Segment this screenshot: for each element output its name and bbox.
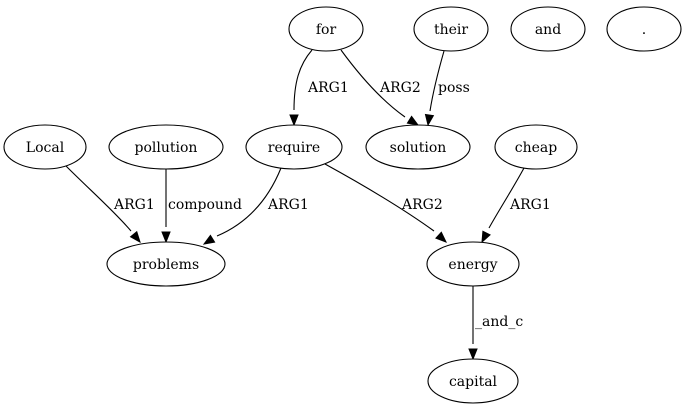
edge-require-energy: ARG2 [324,163,447,243]
node-label: . [642,22,646,38]
edge-line [488,167,525,229]
edge-their-solution: poss [424,50,470,127]
edge-label: compound [168,197,242,213]
node-cheap: cheap [494,124,578,170]
node-ellipse [365,124,471,170]
nodes-layer: for their and. Local pollution require solutio… [3,6,682,404]
node-for: for [288,6,364,52]
edge-label: poss [438,80,470,96]
arrowhead-icon [481,230,491,244]
edge-label: ARG1 [509,197,551,213]
node-ellipse [427,358,519,404]
edge-require-problems: ARG1 [202,167,309,245]
node-label: cheap [515,140,557,156]
node-label: and [535,22,561,38]
node-label: Local [26,140,65,156]
node-problems: problems [106,241,226,287]
node-ellipse [108,124,224,170]
arrowhead-icon [435,231,447,243]
node-and: and [510,6,586,52]
edge-label: ARG1 [113,197,155,213]
edge-label: _and_c [475,314,523,330]
node-ellipse [3,124,87,170]
node-period: . [606,6,682,52]
node-ellipse [606,6,682,52]
arrowhead-icon [161,231,171,244]
node-label: their [434,22,468,38]
node-ellipse [494,124,578,170]
node-label: energy [448,257,497,273]
node-energy: energy [426,241,520,287]
node-ellipse [106,241,226,287]
node-label: require [268,140,320,156]
node-ellipse [413,6,489,52]
node-ellipse [426,241,520,287]
edge-label: ARG1 [267,197,309,213]
node-label: solution [390,140,447,156]
edge-line [65,165,132,232]
edge-local-problems: ARG1 [65,165,155,244]
edge-line [340,49,406,118]
arrowhead-icon [129,230,141,244]
node-local: Local [3,124,87,170]
edge-label: ARG2 [379,80,421,96]
node-label: problems [133,257,199,273]
edge-for-solution: ARG2 [340,49,421,126]
node-ellipse [245,124,343,170]
edge-line [293,49,313,111]
node-label: pollution [135,140,198,156]
edge-for-require: ARG1 [289,49,349,127]
node-their: their [413,6,489,52]
node-label: for [316,22,337,38]
edge-label: ARG1 [307,80,349,96]
edge-energy-capital: _and_c [468,286,523,361]
arrowhead-icon [289,114,299,127]
arrowhead-icon [424,113,435,127]
arrowhead-icon [406,115,420,126]
node-ellipse [288,6,364,52]
node-label: capital [449,374,498,390]
arrowhead-icon [202,234,216,245]
arrowhead-icon [468,348,478,361]
edge-pollution-problems: compound [161,169,242,244]
node-ellipse [510,6,586,52]
edge-label: ARG2 [401,197,443,213]
node-require: require [245,124,343,170]
node-capital: capital [427,358,519,404]
node-pollution: pollution [108,124,224,170]
edge-line [216,167,282,237]
node-solution: solution [365,124,471,170]
edge-line [324,163,435,232]
edge-cheap-energy: ARG1 [481,167,551,244]
edge-line [429,50,445,112]
